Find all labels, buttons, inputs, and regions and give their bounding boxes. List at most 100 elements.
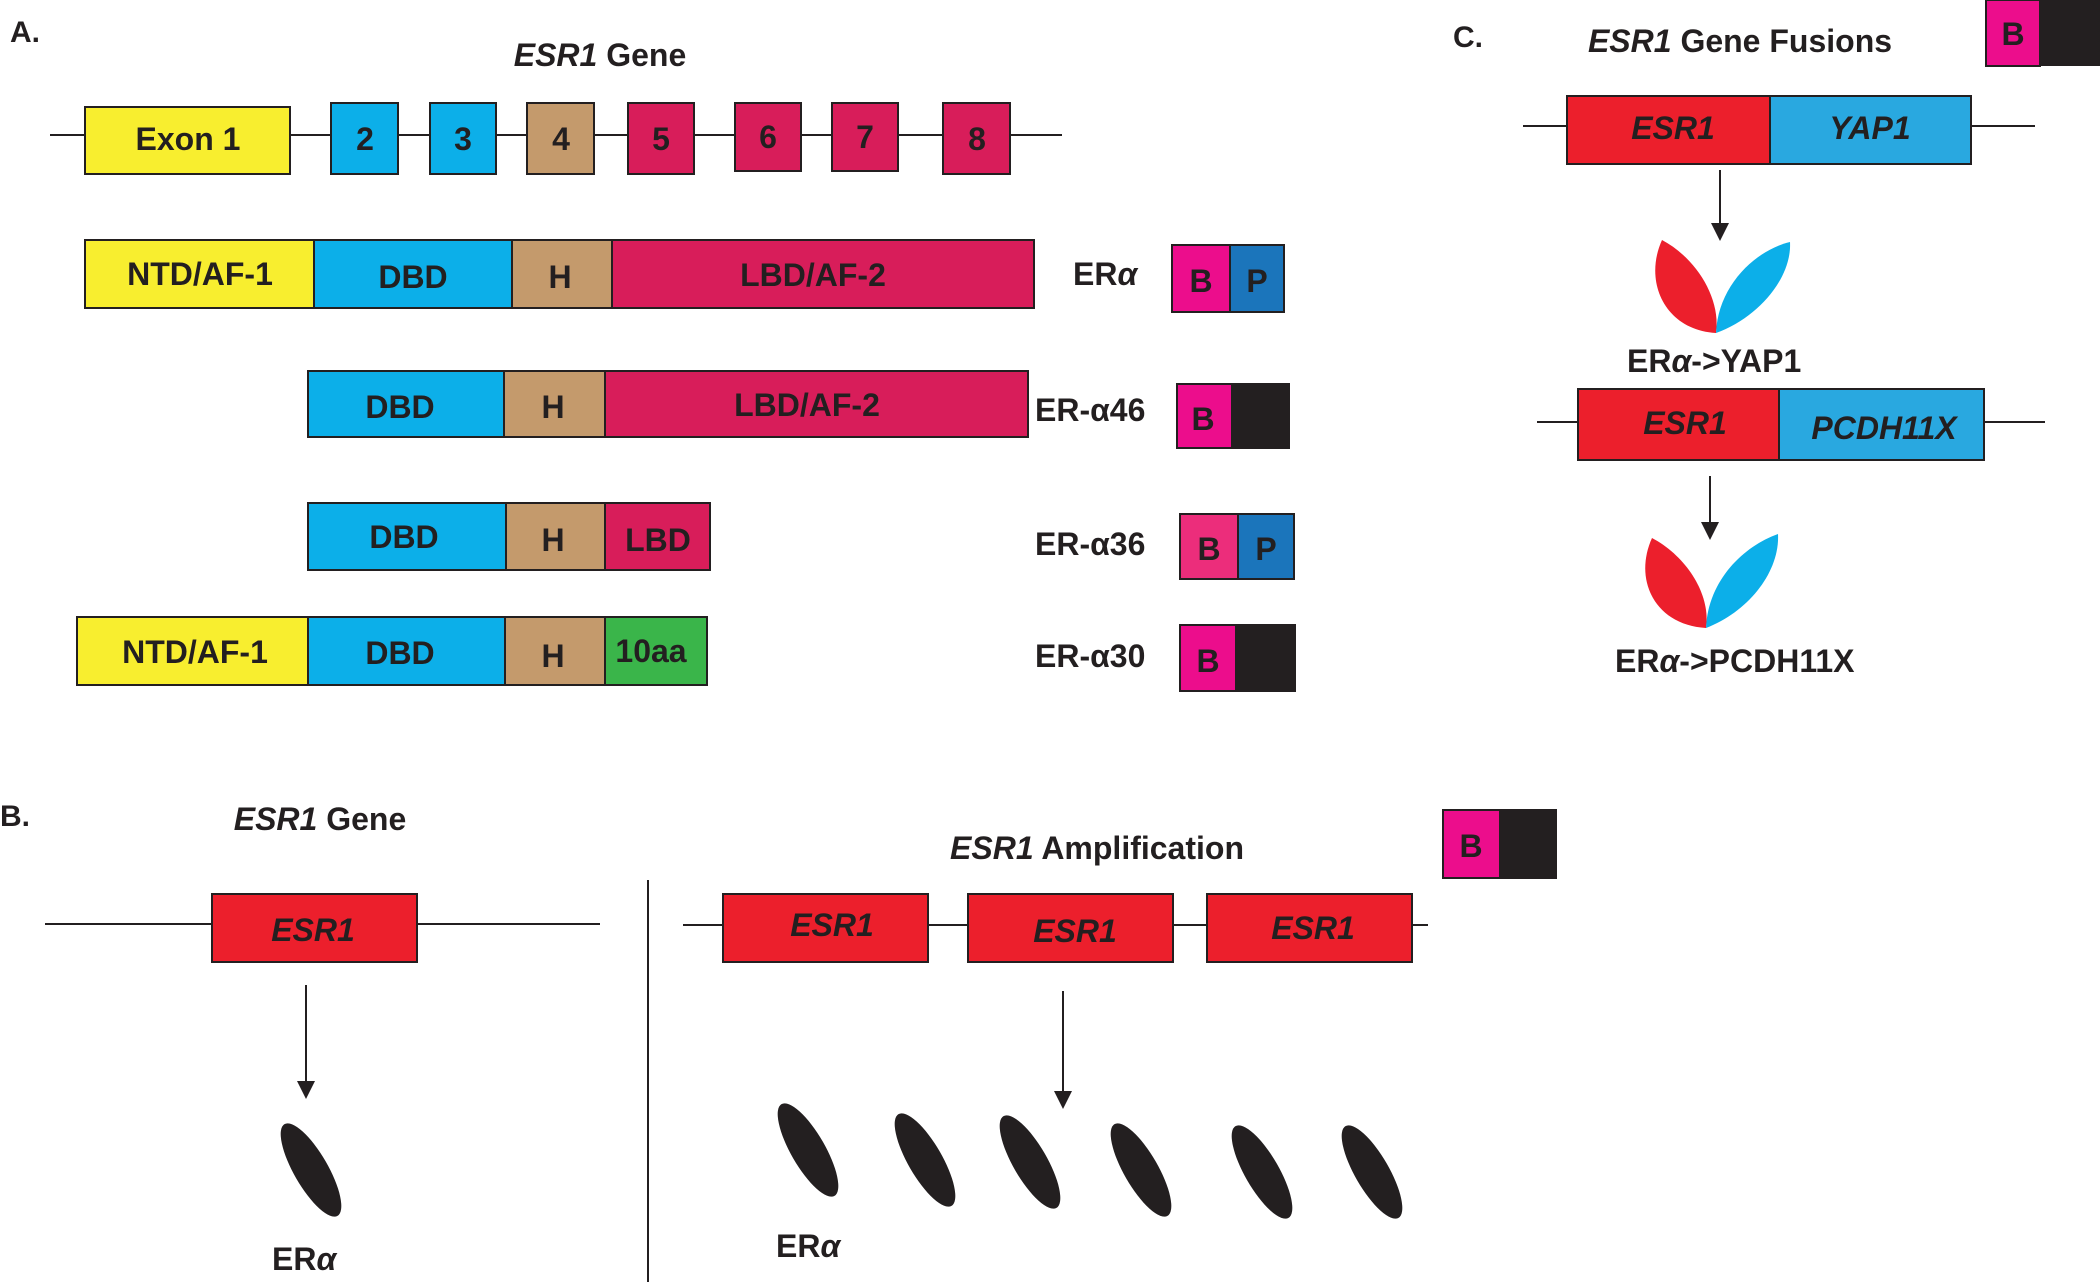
domain-hinge — [505, 502, 606, 571]
er-alpha-protein — [999, 1115, 1061, 1209]
exon-strip: Exon 1 2 3 4 5 6 7 8 — [84, 102, 1011, 175]
fusion-partner-pcdh11x-label: PCDH11X — [1811, 410, 1958, 446]
badge-b — [1179, 624, 1237, 692]
badge-b-label: B — [1191, 401, 1214, 437]
badge-blank — [1499, 809, 1557, 879]
badge-b-label: B — [1189, 263, 1212, 299]
panel-b: B. ESR1 Gene ESR1 ERα ESR1 Amplification… — [0, 800, 1557, 1282]
fusion-protein-cyan-lobe — [1716, 242, 1791, 333]
panel-c: C. ESR1 Gene Fusions B ESR1 YAP1 ERα->YA… — [1453, 0, 2100, 679]
fusion-partner-esr1 — [1566, 95, 1771, 165]
domain-dbd — [313, 239, 513, 309]
domain-lbd-af2 — [604, 370, 1029, 438]
esr1-copy-3-label: ESR1 — [1271, 910, 1355, 946]
badge-b — [1985, 0, 2041, 67]
isoform-name: ER-α46 — [1035, 392, 1145, 428]
badge-b-label: B — [1197, 531, 1220, 567]
isoform-er-alpha30: NTD/AF-1 DBD H 10aa ER-α30 B — [76, 616, 1296, 692]
exon-4-label: 4 — [552, 121, 570, 157]
amplification-title: ESR1 Amplification — [950, 830, 1244, 866]
domain-hinge — [511, 239, 613, 309]
domain-dbd — [307, 370, 505, 438]
exon-6-box — [734, 102, 802, 172]
badge-blank — [1231, 383, 1290, 449]
badge-b-label: B — [1459, 828, 1482, 864]
domain-lbd-af2-label: LBD/AF-2 — [740, 257, 886, 293]
domain-hinge — [503, 370, 606, 438]
domain-hinge — [504, 616, 606, 686]
domain-ntd-af1 — [84, 239, 315, 309]
domain-ntd-af1 — [76, 616, 309, 686]
esr1-copy-1 — [722, 893, 929, 963]
exon-1-box — [84, 106, 291, 175]
fusion-partner-esr1-label: ESR1 — [1643, 405, 1727, 441]
domain-hinge-label: H — [541, 638, 564, 674]
domain-lbd-af2-label: LBD/AF-2 — [734, 387, 880, 423]
esr1-gene-label: ESR1 — [271, 912, 355, 948]
isoform-er-alpha46: DBD H LBD/AF-2 ER-α46 B — [307, 370, 1290, 449]
domain-lbd — [604, 502, 711, 571]
exon-7-box — [831, 102, 899, 172]
panel-a-title: ESR1 Gene — [514, 37, 687, 73]
isoform-name: ER-α30 — [1035, 638, 1145, 674]
panel-b-label: B. — [0, 800, 30, 833]
domain-dbd-label: DBD — [369, 519, 438, 555]
fusion-protein-red-lobe — [1645, 538, 1707, 628]
er-alpha-protein — [894, 1113, 956, 1207]
domain-dbd — [307, 502, 507, 571]
domain-dbd-label: DBD — [365, 635, 434, 671]
domain-ntd-af1-label: NTD/AF-1 — [122, 634, 268, 670]
fusion-product-label: ERα->PCDH11X — [1615, 643, 1855, 679]
badge-p — [1229, 244, 1285, 313]
exon-2-label: 2 — [356, 121, 374, 157]
fusion-partner-yap1-label: YAP1 — [1829, 110, 1910, 146]
badge-b-label: B — [2001, 16, 2024, 52]
exon-1-label: Exon 1 — [136, 121, 241, 157]
badge-blank — [1235, 624, 1296, 692]
esr1-copy-2-label: ESR1 — [1033, 913, 1117, 949]
er-alpha-protein — [1110, 1123, 1172, 1217]
domain-ntd-af1-label: NTD/AF-1 — [127, 256, 273, 292]
exon-8-label: 8 — [968, 121, 986, 157]
protein-label: ERα — [272, 1241, 337, 1277]
domain-hinge-label: H — [541, 389, 564, 425]
isoform-name: ER-α36 — [1035, 526, 1145, 562]
panel-a-label: A. — [10, 16, 40, 49]
protein-label: ERα — [776, 1228, 841, 1264]
fusion-esr1-yap1: ESR1 YAP1 ERα->YAP1 — [1523, 95, 2035, 379]
isoform-er-alpha: NTD/AF-1 DBD H LBD/AF-2 ERα B P — [84, 239, 1285, 313]
single-gene: ESR1 Gene ESR1 ERα — [45, 801, 600, 1277]
exon-6-label: 6 — [759, 119, 777, 155]
badge-p-label: P — [1246, 263, 1267, 299]
exon-4-box — [526, 102, 595, 175]
exon-2-box — [330, 102, 399, 175]
fusion-partner-yap1 — [1769, 95, 1972, 165]
esr1-copy-1-label: ESR1 — [790, 907, 874, 943]
fusion-protein-red-lobe — [1655, 240, 1717, 333]
fusion-partner-pcdh11x — [1778, 388, 1985, 461]
exon-5-box — [627, 102, 695, 175]
panel-c-title: ESR1 Gene Fusions — [1588, 23, 1892, 59]
esr1-copy-2 — [967, 893, 1174, 963]
isoform-er-alpha36: DBD H LBD ER-α36 B P — [307, 502, 1295, 580]
isoform-name: ERα — [1073, 256, 1138, 292]
fusion-partner-esr1 — [1577, 388, 1780, 461]
er-alpha-protein — [1341, 1125, 1403, 1219]
exon-8-box — [942, 102, 1011, 175]
badge-b-label: B — [1196, 643, 1219, 679]
panel-a: A. ESR1 Gene Exon 1 2 3 4 5 6 7 8 NTD/AF — [10, 16, 1296, 692]
exon-3-label: 3 — [454, 121, 472, 157]
fusion-partner-esr1-label: ESR1 — [1631, 110, 1715, 146]
domain-dbd-label: DBD — [378, 259, 447, 295]
esr1-copy-3 — [1206, 893, 1413, 963]
single-gene-title: ESR1 Gene — [234, 801, 407, 837]
domain-hinge-label: H — [548, 259, 571, 295]
exon-7-label: 7 — [856, 119, 874, 155]
fusion-product-label: ERα->YAP1 — [1627, 343, 1801, 379]
badge-blank — [2040, 0, 2100, 66]
panel-c-label: C. — [1453, 21, 1483, 54]
esr1-gene-box — [211, 893, 418, 963]
exon-3-box — [429, 102, 497, 175]
badge-b — [1171, 244, 1231, 313]
